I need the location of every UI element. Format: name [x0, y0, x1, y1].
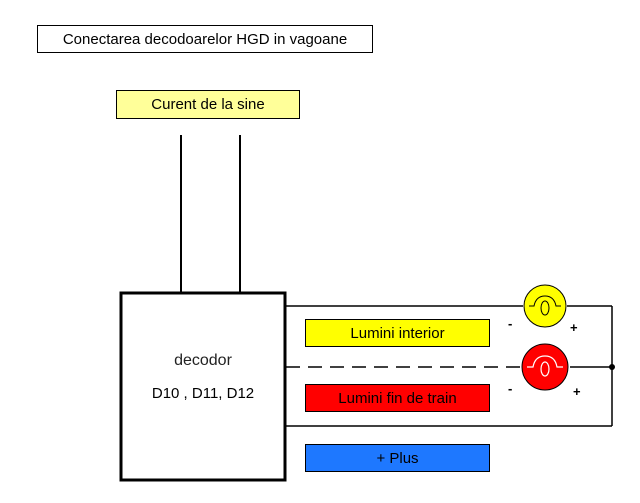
interior-lamp-plus: + [570, 320, 578, 335]
plus-label: + Plus [305, 444, 490, 472]
end-lamp-minus: - [508, 381, 513, 396]
interior-lights-label: Lumini interior [305, 319, 490, 347]
end-lamp-icon [521, 343, 569, 391]
decoder-name: decodor [174, 352, 232, 369]
junction-dot [609, 364, 615, 370]
diagram-title: Conectarea decodoarelor HGD in vagoane [37, 25, 373, 53]
end-lamp-plus: + [573, 384, 581, 399]
decoder-models: D10 , D11, D12 [151, 385, 255, 402]
end-of-train-lights-label: Lumini fin de train [305, 384, 490, 412]
interior-lamp-icon [523, 284, 567, 328]
decoder-block [119, 291, 287, 482]
interior-lamp-minus: - [508, 316, 513, 331]
rail-current-label: Curent de la sine [116, 90, 300, 119]
